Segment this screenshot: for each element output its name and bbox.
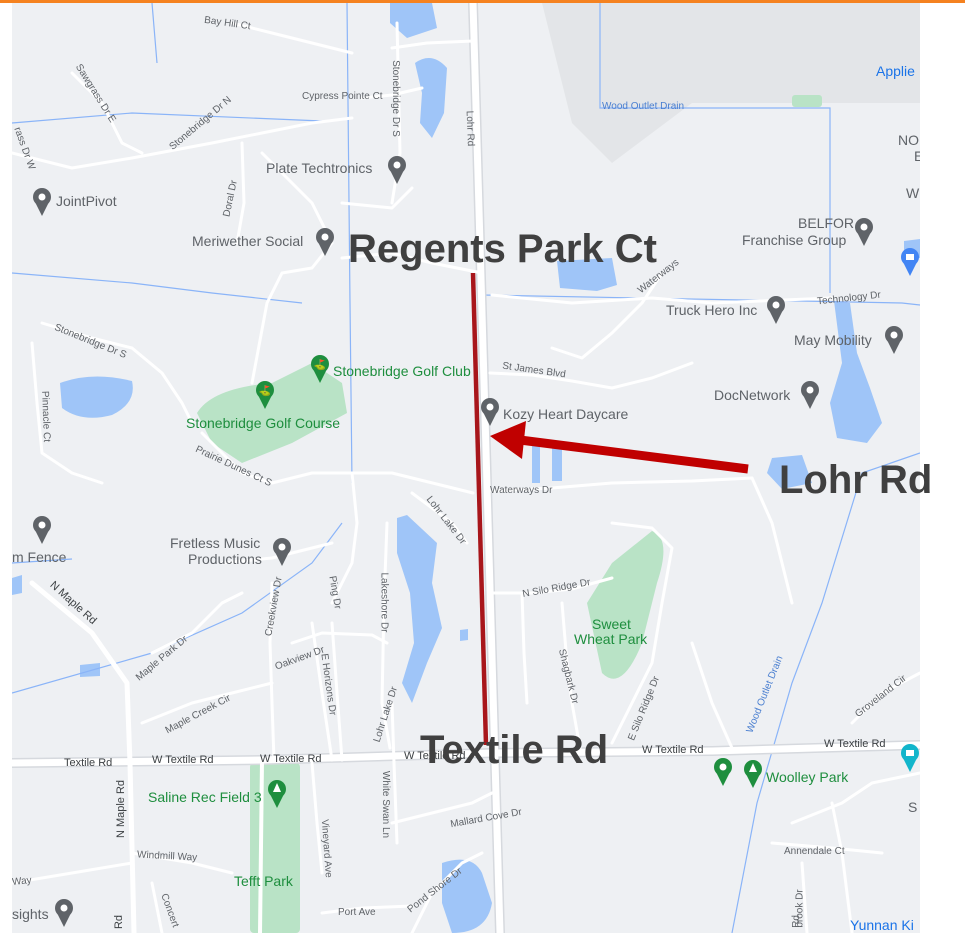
road-label-w-textile-1: W Textile Rd <box>152 754 214 766</box>
map-pin-icon[interactable] <box>481 398 499 426</box>
road-label-rd-bottom: Rd <box>113 914 126 930</box>
golf-pin-icon[interactable]: ⛳ <box>311 355 329 383</box>
road-label-textile-w: Textile Rd <box>64 757 113 769</box>
roads-local <box>12 21 920 933</box>
road-label-white-swan: White Swan Ln <box>380 770 392 839</box>
poi-label-fretless-1[interactable]: Fretless Music <box>170 535 261 551</box>
road-label-w-textile-3: W Textile Rd <box>404 750 466 762</box>
svg-text:⛳: ⛳ <box>314 358 326 371</box>
poi-label-fence[interactable]: m Fence <box>12 549 67 565</box>
map-pin-icon[interactable] <box>801 381 819 409</box>
road-label-lohr-top: Lohr Rd <box>463 110 476 147</box>
svg-text:⛳: ⛳ <box>259 384 271 397</box>
road-label-w-textile-4: W Textile Rd <box>642 744 704 756</box>
map-pin-icon[interactable] <box>55 899 73 927</box>
drains <box>12 3 920 933</box>
park-label-saline[interactable]: Saline Rec Field 3 <box>148 789 262 805</box>
industrial-area <box>542 3 920 163</box>
poi-label-kozy[interactable]: Kozy Heart Daycare <box>503 406 629 422</box>
map-pin-icon[interactable] <box>273 538 291 566</box>
poi-label-e-edge[interactable]: E <box>914 148 920 164</box>
road-label-waterways-dr: Waterways Dr <box>490 485 553 496</box>
park-label-sweet-2[interactable]: Wheat Park <box>574 631 648 647</box>
park-label-tefft[interactable]: Tefft Park <box>234 873 293 889</box>
annotation-lohr-rd: Lohr Rd <box>779 458 933 502</box>
poi-label-truckhero[interactable]: Truck Hero Inc <box>666 302 758 318</box>
road-label-brook: brook Dr <box>794 889 806 928</box>
map-pin-icon[interactable] <box>33 188 51 216</box>
poi-label-fretless-2[interactable]: Productions <box>188 551 262 567</box>
road-label-stonebridge-s-v: Stonebridge Dr S <box>389 60 401 137</box>
tree-pin-icon[interactable] <box>268 780 286 808</box>
road-label-port: Port Ave <box>338 907 376 918</box>
poi-label-docnetwork[interactable]: DocNetwork <box>714 387 791 403</box>
map-view[interactable]: ⛳ ⛳ Bay Hill Ct Sawgrass Dr E rass D <box>12 3 920 933</box>
road-label-lakeshore: Lakeshore Dr <box>378 572 390 633</box>
poi-label-maymobility[interactable]: May Mobility <box>794 332 872 348</box>
poi-label-belfor-2[interactable]: Franchise Group <box>742 232 847 248</box>
park-areas <box>197 95 822 933</box>
poi-label-meriwether[interactable]: Meriwether Social <box>192 233 304 249</box>
road-label-annendale: Annendale Ct <box>784 846 845 857</box>
map-pin-icon[interactable] <box>855 218 873 246</box>
road-label-pinnacle: Pinnacle Ct <box>39 390 52 443</box>
shopping-bag-icon[interactable] <box>901 248 919 276</box>
tree-pin-icon[interactable] <box>744 760 762 788</box>
map-canvas[interactable]: ⛳ ⛳ <box>12 3 920 933</box>
poi-label-applie[interactable]: Applie <box>876 63 915 79</box>
poi-label-jointpivot[interactable]: JointPivot <box>56 193 117 209</box>
map-pin-icon[interactable] <box>388 156 406 184</box>
road-label-way: Way <box>12 875 33 888</box>
tree-pin-icon[interactable] <box>714 758 732 786</box>
poi-label-w-edge[interactable]: W <box>906 185 920 201</box>
annotation-textile-rd: Textile Rd <box>420 728 609 772</box>
road-label-n-maple-v: N Maple Rd <box>115 779 128 839</box>
park-label-sweet-1[interactable]: Sweet <box>592 616 631 632</box>
poi-label-no[interactable]: NO <box>898 132 919 148</box>
road-label-cypress: Cypress Pointe Ct <box>302 91 383 102</box>
school-icon[interactable] <box>901 744 919 772</box>
map-pin-icon[interactable] <box>885 326 903 354</box>
park-label-woolley[interactable]: Woolley Park <box>766 769 849 785</box>
park-label-sb-golf-club[interactable]: Stonebridge Golf Club <box>333 363 471 379</box>
annotation-regents-park-ct: Regents Park Ct <box>348 227 657 271</box>
poi-label-insights[interactable]: sights <box>12 906 49 922</box>
poi-label-belfor-1[interactable]: BELFOR <box>798 215 855 231</box>
map-pin-icon[interactable] <box>767 296 785 324</box>
water-bodies <box>12 3 920 933</box>
poi-label-s-edge[interactable]: S <box>908 799 918 815</box>
map-pin-icon[interactable] <box>316 228 334 256</box>
golf-pin-icon[interactable]: ⛳ <box>256 381 274 409</box>
map-pin-icon[interactable] <box>33 516 51 544</box>
accent-bar <box>0 0 965 3</box>
park-label-sb-golf-course[interactable]: Stonebridge Golf Course <box>186 415 341 431</box>
roads-main <box>12 3 920 933</box>
drain-label-wood-outlet-top: Wood Outlet Drain <box>602 101 685 112</box>
arrow-annotation <box>490 421 749 474</box>
poi-label-plate[interactable]: Plate Techtronics <box>266 160 373 176</box>
lohr-rd-segment <box>470 272 489 746</box>
poi-label-yunnan[interactable]: Yunnan Ki <box>850 917 914 933</box>
road-label-w-textile-5: W Textile Rd <box>824 738 886 750</box>
road-label-w-textile-2: W Textile Rd <box>260 753 322 765</box>
